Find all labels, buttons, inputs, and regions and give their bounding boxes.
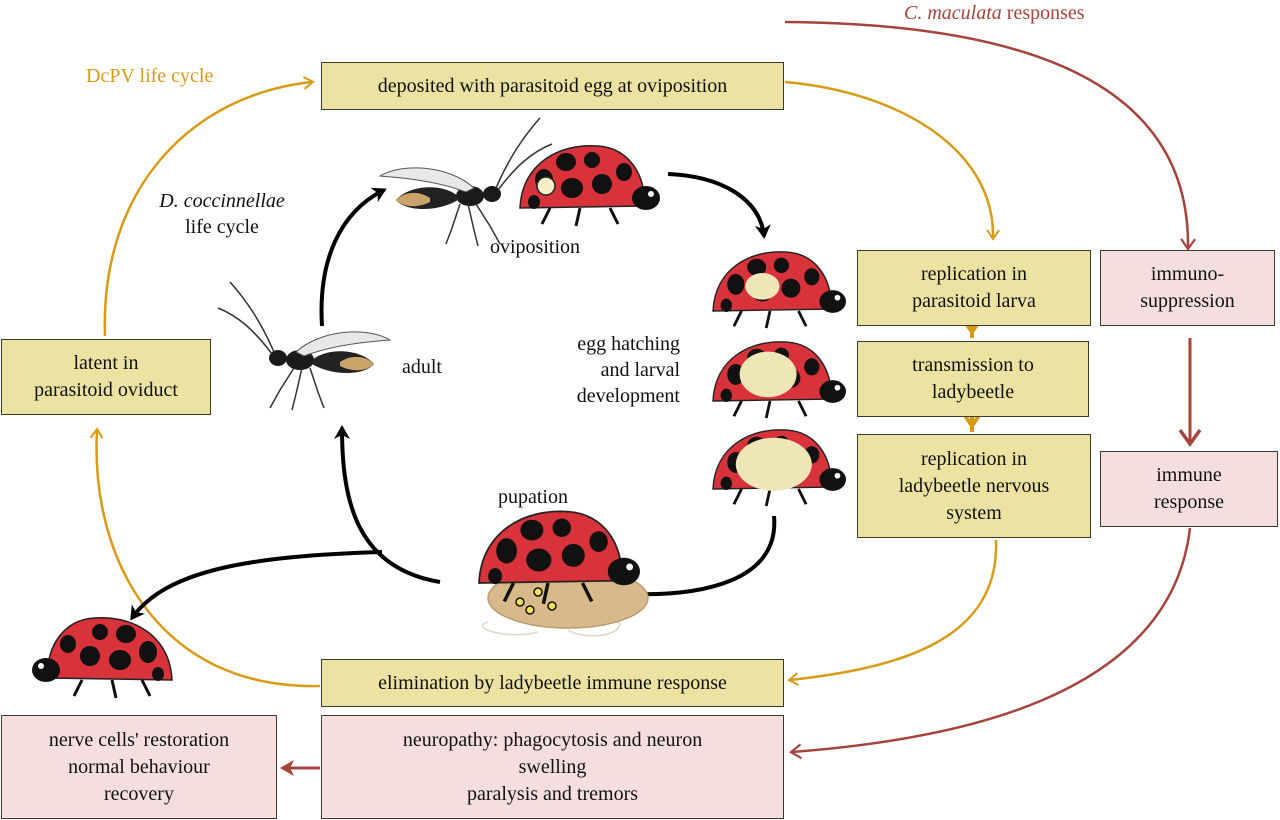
host-species-name: C. maculata <box>904 2 1002 24</box>
immune-response-box: immune response <box>1100 451 1278 527</box>
recovered-beetle-illustration <box>30 616 174 700</box>
immunosuppression-box: immuno- suppression <box>1100 250 1275 326</box>
wasp-cycle-text: life cycle <box>185 216 259 238</box>
virus-chevron-2 <box>962 412 982 430</box>
virus-arrow-latent-to-deposited <box>103 76 315 337</box>
wasp-arrow-oviposition-to-larva <box>667 172 771 239</box>
host-responses-text: responses <box>1001 2 1085 24</box>
virus-arrow-elimination-to-latent <box>89 427 321 688</box>
oviposition-label: oviposition <box>490 236 581 258</box>
restoration-box: nerve cells' restoration normal behaviou… <box>1 715 277 819</box>
host-responses-heading: C. maculata responses <box>904 0 1085 26</box>
replication-larva-box: replication in parasitoid larva <box>857 250 1091 326</box>
wasp-species-name: D. coccinnellae <box>159 190 285 212</box>
wasp-arrow-larva-to-pupation <box>629 515 777 603</box>
replication-nervous-box: replication in ladybeetle nervous system <box>857 434 1091 538</box>
deposited-box: deposited with parasitoid egg at oviposi… <box>321 62 784 110</box>
virus-arrow-nervous-to-elimination <box>787 539 998 686</box>
pupation-label: pupation <box>498 486 568 508</box>
egg-hatching-label: egg hatching and larval development <box>576 333 680 407</box>
larval-stage-beetle-2 <box>711 340 848 420</box>
larval-stage-beetle-3 <box>711 428 848 508</box>
wasp-arrow-branch-to-recovered-beetle <box>130 550 383 621</box>
host-arrow-immune-to-neuropathy <box>789 527 1192 760</box>
wasp-cycle-heading: D. coccinnellae life cycle <box>138 188 306 240</box>
oviposition-beetle-illustration <box>518 144 662 228</box>
adult-wasp-illustration <box>217 281 391 411</box>
elimination-box: elimination by ladybeetle immune respons… <box>321 659 784 707</box>
host-chevron-immune <box>1178 428 1202 448</box>
transmission-box: transmission to ladybeetle <box>857 341 1089 417</box>
wasp-arrow-adult-to-oviposition <box>319 187 387 327</box>
larval-stage-beetle-1 <box>711 250 848 330</box>
virus-arrow-deposited-to-replication <box>784 80 1000 241</box>
virus-cycle-heading: DcPV life cycle <box>86 65 214 87</box>
pupation-illustration <box>477 509 649 637</box>
host-arrow-top-to-immunosuppression <box>784 20 1197 251</box>
latent-box: latent in parasitoid oviduct <box>1 339 211 415</box>
adult-label: adult <box>402 356 442 378</box>
neuropathy-box: neuropathy: phagocytosis and neuron swel… <box>321 715 784 819</box>
wasp-arrow-pupation-to-adult <box>334 425 441 584</box>
